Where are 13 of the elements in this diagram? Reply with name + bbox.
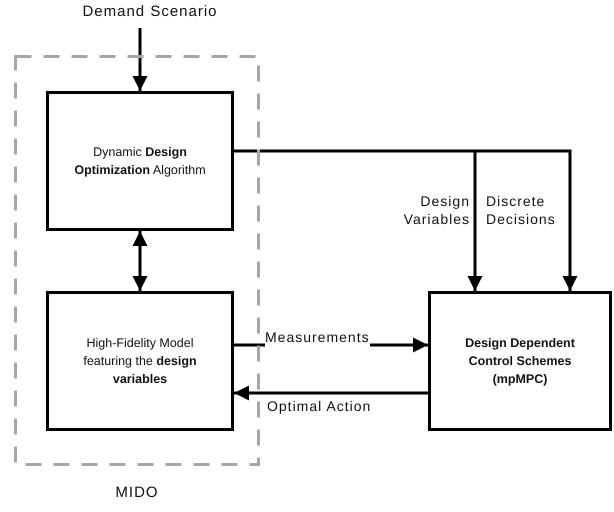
process-box xyxy=(46,91,234,231)
box-text: Dynamic Design Optimization Algorithm xyxy=(73,144,207,179)
box-text: Design Dependent Control Schemes (mpMPC) xyxy=(464,334,576,388)
edge-label: Measurements xyxy=(265,329,370,346)
arrow xyxy=(132,28,148,91)
process-box xyxy=(46,291,234,431)
group-label: MIDO xyxy=(115,484,159,501)
arrow xyxy=(132,231,148,291)
box-text: High-Fidelity Model featuring the design variables xyxy=(82,334,198,388)
edge-label: Optimal Action xyxy=(267,398,372,416)
arrow xyxy=(234,386,428,400)
input-label: Demand Scenario xyxy=(55,3,245,25)
process-box xyxy=(428,291,612,431)
